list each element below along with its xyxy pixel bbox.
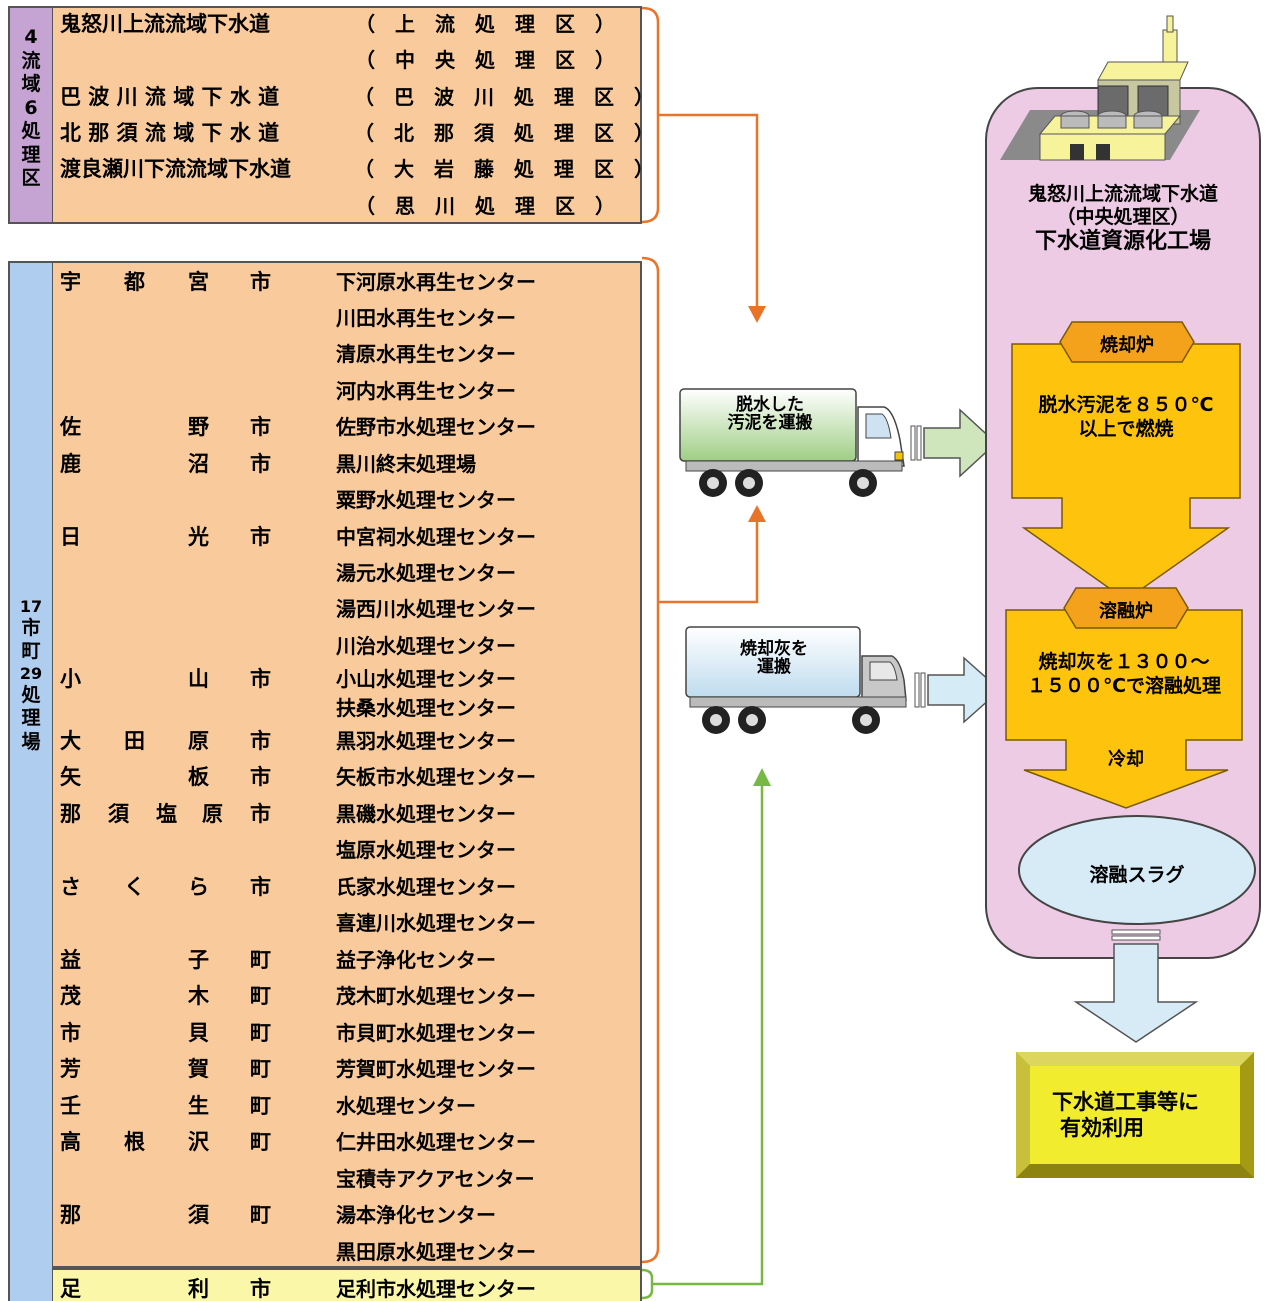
sludge-delivery-arrow (911, 410, 996, 476)
cooling-label: 冷却 (1076, 745, 1176, 771)
bottom-connector-arrowhead (748, 505, 766, 522)
incinerator-title: 焼却炉 (1072, 331, 1182, 357)
sludge-truck-chassis (686, 461, 902, 471)
melter-title: 溶融炉 (1076, 597, 1176, 623)
slag-label: 溶融スラグ (1030, 860, 1244, 887)
ashikaga-brace (642, 1270, 652, 1298)
incinerator-text: 脱水汚泥を８５０℃ 以上で燃焼 (1012, 394, 1240, 442)
ash-truck-chassis (690, 697, 906, 707)
facility-name-line1: 鬼怒川上流流域下水道 (990, 183, 1256, 206)
top-connector-arrowhead (748, 306, 766, 323)
facility-name-line3: 下水道資源化工場 (990, 229, 1256, 256)
top-group-brace (642, 8, 658, 222)
sludge-truck-label: 脱水した 汚泥を運搬 (690, 396, 850, 433)
melter-text: 焼却灰を１３００～ １５００℃で溶融処理 (1006, 650, 1242, 699)
facility-name-line2: （中央処理区） (990, 206, 1256, 229)
facility-name: 鬼怒川上流流域下水道 （中央処理区） 下水道資源化工場 (990, 183, 1256, 256)
ashikaga-connector-arrowhead (753, 768, 771, 786)
ash-truck-label: 焼却灰を 運搬 (694, 640, 854, 677)
ashikaga-connector (652, 782, 762, 1284)
bottom-group-brace (642, 258, 658, 1262)
bottom-group-connector (658, 520, 757, 602)
top-group-connector (658, 115, 757, 312)
result-text: 下水道工事等に 有効利用 (1052, 1090, 1199, 1141)
